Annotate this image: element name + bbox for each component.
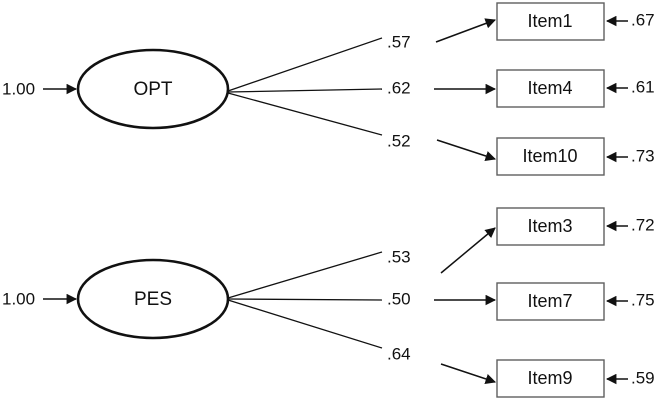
fan-line-opt-item1: [227, 37, 383, 92]
loading-label-pes-item3: .53: [387, 247, 411, 266]
indicator-label-item1: Item1: [527, 11, 572, 31]
loading-label-opt-item1: .57: [387, 32, 411, 51]
indicator-label-item3: Item3: [527, 216, 572, 236]
fan-line-pes-item3: [227, 251, 383, 299]
indicator-label-item7: Item7: [527, 291, 572, 311]
indicator-label-item4: Item4: [527, 78, 572, 98]
indicator-box-item1[interactable]: [496, 2, 605, 41]
loading-arrow-pes-item9: [440, 363, 496, 384]
loading-label-opt-item4: .62: [387, 78, 411, 97]
factor-label-pes: PES: [134, 289, 172, 310]
residual-label-item1: .67: [631, 10, 655, 29]
indicator-label-item9: Item9: [527, 368, 572, 388]
fan-line-opt-item10: [227, 92, 383, 136]
loading-label-pes-item9: .64: [387, 344, 411, 363]
loading-arrow-pes-item3: [440, 227, 496, 274]
indicator-box-item4[interactable]: [496, 69, 605, 108]
residual-label-item3: .72: [631, 215, 655, 234]
residual-label-item7: .75: [631, 290, 655, 309]
indicator-box-item3[interactable]: [496, 207, 605, 246]
variance-label-pes: 1.00: [2, 289, 35, 308]
loading-label-opt-item10: .52: [387, 131, 411, 150]
residual-label-item10: .73: [631, 146, 655, 165]
residual-label-item9: .59: [631, 368, 655, 387]
loading-arrow-opt-item1: [435, 18, 496, 43]
factor-ellipse-opt[interactable]: [76, 48, 230, 130]
fan-line-pes-item7: [227, 298, 383, 301]
fan-line-opt-item4: [227, 88, 383, 93]
indicator-box-item9[interactable]: [496, 359, 605, 398]
fan-line-pes-item9: [227, 299, 383, 349]
loading-label-pes-item7: .50: [387, 289, 411, 308]
indicator-box-item10[interactable]: [496, 137, 605, 176]
indicator-box-item7[interactable]: [496, 282, 605, 321]
residual-label-item4: .61: [631, 77, 655, 96]
indicator-label-item10: Item10: [522, 146, 577, 166]
variance-label-opt: 1.00: [2, 79, 35, 98]
factor-label-opt: OPT: [133, 79, 172, 100]
loading-arrow-opt-item10: [436, 139, 496, 162]
